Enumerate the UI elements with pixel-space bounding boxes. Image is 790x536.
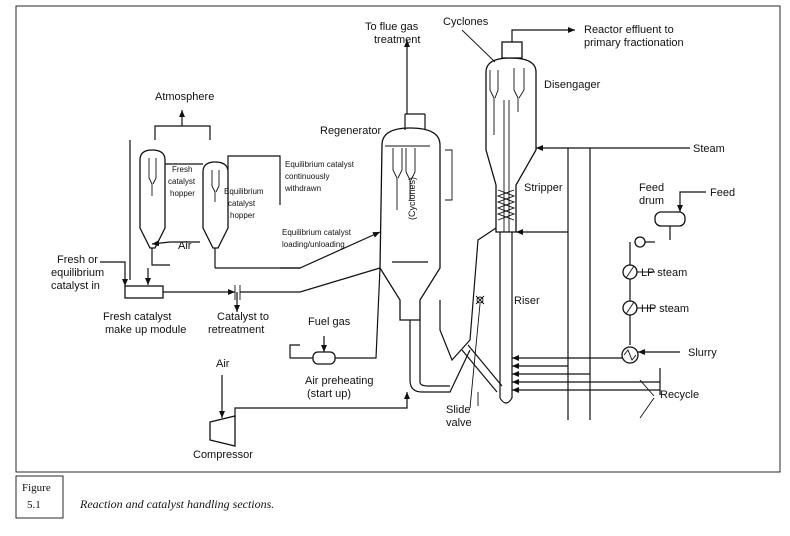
slurry-exchanger xyxy=(621,346,680,364)
lp-steam-exchanger xyxy=(622,264,655,280)
figure-word: Figure xyxy=(22,482,51,494)
label-hp-steam: HP steam xyxy=(641,303,689,315)
label-eq-hopper-2: catalyst xyxy=(228,199,256,208)
feed-drum xyxy=(654,191,706,240)
label-fresh-hopper-1: Fresh xyxy=(172,165,192,174)
label-eq-hopper-3: hopper xyxy=(230,211,255,220)
recycle-pointer-2 xyxy=(639,397,655,419)
label-feed-drum-1: Feed xyxy=(639,182,664,194)
figure-caption-text: Reaction and catalyst handling sections. xyxy=(79,497,274,511)
label-lp-steam: LP steam xyxy=(641,267,687,279)
reactor-effluent-line xyxy=(511,27,575,42)
label-riser: Riser xyxy=(514,295,540,307)
label-air-hoppers: Air xyxy=(178,240,192,252)
disengager-vessel xyxy=(485,41,537,233)
label-compressor: Compressor xyxy=(193,449,253,461)
riser-pipe xyxy=(499,100,513,404)
label-cyclones-vertical: (Cyclones) xyxy=(407,177,417,220)
air-preheater xyxy=(289,267,381,365)
label-fresh-or-eq-2: equilibrium xyxy=(51,267,104,279)
label-stripper: Stripper xyxy=(524,182,563,194)
label-fuel-gas: Fuel gas xyxy=(308,316,351,328)
slide-valve-pointer xyxy=(469,303,481,409)
label-fresh-or-eq-3: catalyst in xyxy=(51,280,100,292)
label-fresh-hopper-2: catalyst xyxy=(168,177,196,186)
label-makeup-2: make up module xyxy=(105,324,186,336)
label-steam: Steam xyxy=(693,143,725,155)
equilibrium-catalyst-hopper xyxy=(202,161,229,249)
figure-number: 5.1 xyxy=(27,499,41,511)
label-air-bottom: Air xyxy=(216,358,230,370)
label-feed-drum-2: drum xyxy=(639,195,664,207)
cyclones-pointer xyxy=(461,29,496,63)
label-reactor-effluent-2: primary fractionation xyxy=(584,37,684,49)
label-air-preheat-1: Air preheating xyxy=(305,375,374,387)
label-cyclones-top: Cyclones xyxy=(443,16,489,28)
label-eq-hopper-1: Equilibrium xyxy=(224,187,264,196)
air-line xyxy=(151,248,170,266)
slide-valve xyxy=(475,295,485,305)
label-eq-withdrawn-3: withdrawn xyxy=(284,184,321,193)
label-to-flue-gas-2: treatment xyxy=(374,34,420,46)
label-fresh-hopper-3: hopper xyxy=(170,189,195,198)
label-recycle: Recycle xyxy=(660,389,699,401)
label-regenerator: Regenerator xyxy=(320,125,381,137)
label-slurry: Slurry xyxy=(688,347,717,359)
label-air-preheat-2: (start up) xyxy=(307,388,351,400)
label-eq-withdrawn-2: continuously xyxy=(285,172,329,181)
label-atmosphere: Atmosphere xyxy=(155,91,214,103)
label-retreatment-1: Catalyst to xyxy=(217,311,269,323)
feed-pump xyxy=(629,236,655,345)
regenerator-vessel xyxy=(379,113,453,321)
label-disengager: Disengager xyxy=(544,79,601,91)
label-retreatment-2: retreatment xyxy=(208,324,264,336)
label-fresh-or-eq-1: Fresh or xyxy=(57,254,98,266)
compressor xyxy=(209,415,236,447)
label-eq-loading-1: Equilibrium catalyst xyxy=(282,228,352,237)
label-to-flue-gas-1: To flue gas xyxy=(365,21,419,33)
hp-steam-exchanger xyxy=(622,300,655,316)
fresh-catalyst-hopper xyxy=(139,149,166,249)
riser-feed-lines xyxy=(512,355,661,395)
recycle-pointer-1 xyxy=(639,379,655,397)
label-reactor-effluent-1: Reactor effluent to xyxy=(584,24,674,36)
label-slide-valve-1: Slide xyxy=(446,404,470,416)
makeup-module-box xyxy=(124,285,164,299)
label-feed: Feed xyxy=(710,187,735,199)
atmosphere-vent xyxy=(129,110,211,280)
label-makeup-1: Fresh catalyst xyxy=(103,311,171,323)
steam-header xyxy=(516,145,690,420)
figure-caption-box xyxy=(15,475,64,519)
figure-frame xyxy=(15,5,781,473)
label-slide-valve-2: valve xyxy=(446,417,472,429)
label-eq-withdrawn-1: Equilibrium catalyst xyxy=(285,160,355,169)
label-eq-loading-2: loading/unloading xyxy=(282,240,345,249)
